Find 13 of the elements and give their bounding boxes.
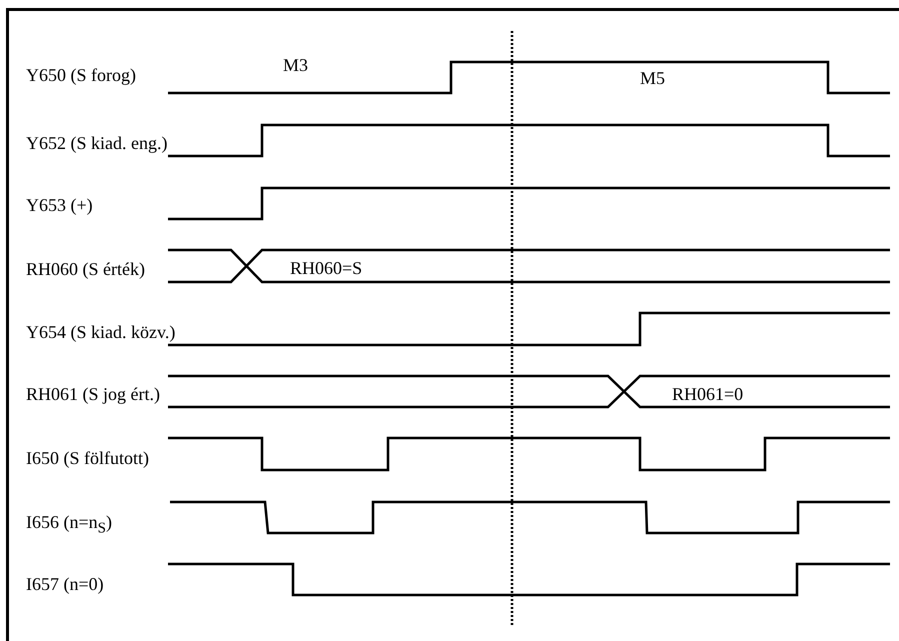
signal-name: I650 (S fölfutott): [26, 448, 149, 468]
value-label: RH061=0: [672, 384, 744, 404]
signal-name: I656 (n=n$_{S}$): [26, 512, 112, 539]
state-label: M5: [640, 68, 666, 88]
signal-name: Y654 (S kiad. közv.): [26, 322, 176, 342]
state-label: M3: [283, 55, 308, 75]
signal-name: RH060 (S érték): [26, 259, 145, 279]
value-label: RH060=S: [290, 258, 362, 278]
signal-name: I657 (n=0): [26, 574, 104, 594]
signal-name: Y650 (S forog): [26, 65, 136, 85]
signal-name: Y652 (S kiad. eng.): [26, 133, 168, 153]
signal-name: RH061 (S jog ért.): [26, 384, 160, 404]
signal-name: Y653 (+): [26, 195, 93, 215]
